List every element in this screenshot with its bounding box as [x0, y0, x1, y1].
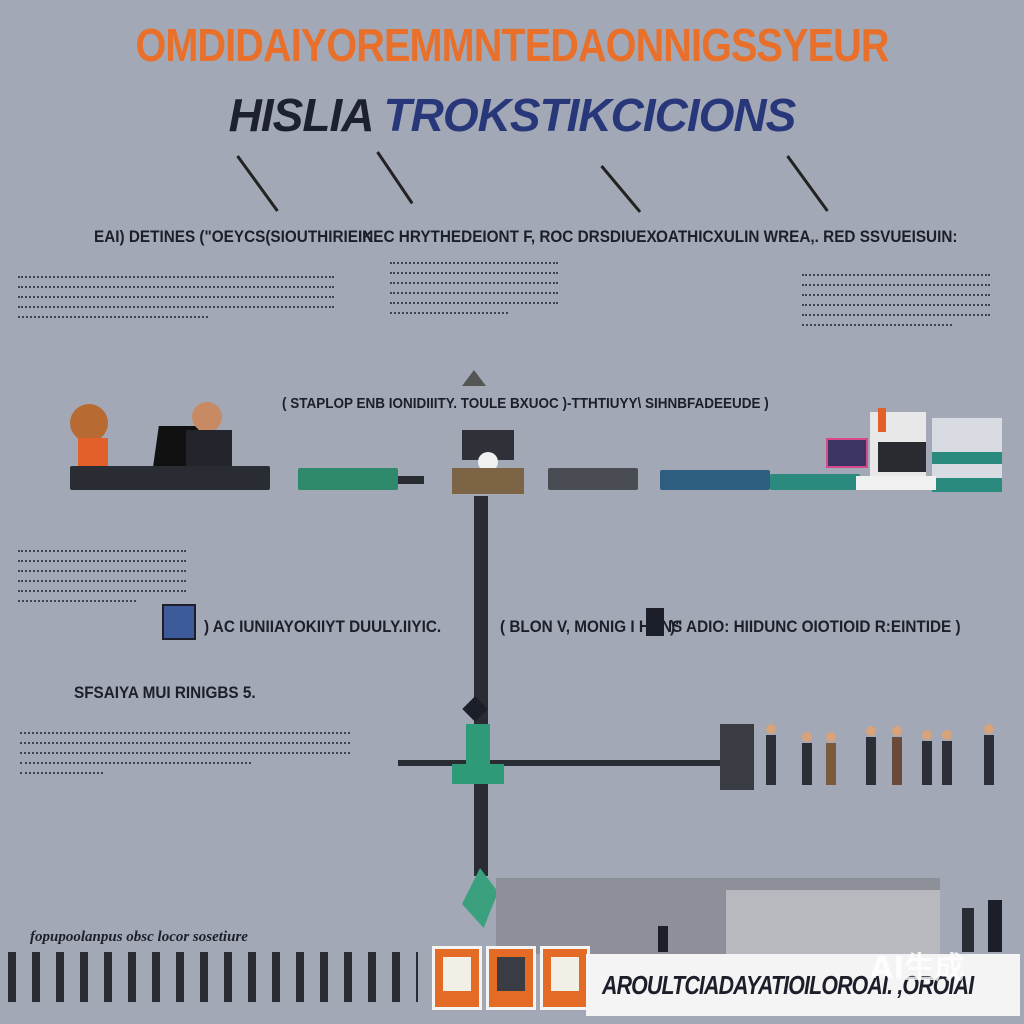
person-icon	[988, 900, 1002, 952]
row2-label: ( STAPLOP ENB IONIDIIITY. TOULE BXUOC )-…	[282, 395, 769, 412]
people-group-icon	[762, 724, 1002, 794]
watermark: AI生成	[870, 951, 965, 986]
gem-icon	[462, 868, 498, 928]
subtitle: HISLIA TROKSTIKCICIONS	[0, 92, 1024, 138]
card-icon	[540, 946, 590, 1010]
row4-label: SFSAIYA MUI RINIGBS 5.	[74, 683, 256, 702]
timeline-bar-teal	[770, 474, 860, 490]
fine-print-left	[18, 268, 334, 323]
vertical-connector	[474, 496, 488, 876]
person-icon	[962, 908, 974, 952]
door-icon	[720, 724, 754, 790]
factory-icon	[826, 408, 1002, 494]
row1-label-left: EAI) DETINES ("OEYCS(SIOUTHIRIEIK.	[94, 227, 378, 246]
timeline-bar-green	[298, 468, 398, 490]
timeline-connector	[398, 476, 424, 484]
row3-label-center: ( BLON V, MONIG I HUNS	[500, 617, 683, 636]
row3-label-left: ) AC IUNIIAYOKIIYT DUULY.IIYIC.	[204, 617, 442, 636]
timeline-bar-grey	[548, 468, 638, 490]
person-icon	[658, 926, 668, 952]
fine-print-row3	[18, 542, 186, 607]
subtitle-part-2: TROKSTIKCICIONS	[383, 89, 797, 141]
arrow-icon	[600, 165, 642, 213]
tablet-icon	[162, 604, 196, 640]
arrow-icon	[462, 370, 486, 386]
arrow-icon	[236, 155, 279, 212]
row1-label-right: OATHICXULIN WREA,. RED SSVUEISUIN:	[656, 227, 958, 246]
building-wall	[726, 890, 940, 954]
green-figure-icon	[452, 696, 504, 790]
timeline-bar-blue	[660, 470, 770, 490]
footer-box	[586, 954, 1020, 1016]
horizontal-connector	[398, 760, 720, 766]
people-row-icon	[8, 952, 418, 1002]
footer-box-text: AROULTCIADAYATIOILOROAI. ,OROIAI	[602, 970, 974, 1000]
fine-print-row4	[20, 724, 350, 779]
footer-caption: fopupoolanpus obsc locor sosetiure	[30, 929, 248, 945]
fine-print-middle	[390, 254, 558, 319]
card-icon	[432, 946, 482, 1010]
arrow-icon	[786, 155, 829, 212]
laptop-icon	[70, 400, 270, 492]
fine-print-right	[802, 266, 990, 331]
card-icon	[486, 946, 536, 1010]
subtitle-part-1: HISLIA	[228, 89, 373, 141]
machine-icon	[452, 430, 524, 494]
row1-label-middle: INEC HRYTHEDEIONT F, ROC DRSDIUEX.	[358, 227, 661, 246]
row3-label-right: )" ADIO: HIIDUNC OIOTIOID R:EINTIDE )	[670, 617, 961, 636]
device-icon	[646, 608, 664, 636]
arrow-icon	[376, 151, 414, 205]
main-title: OMDIDAIYOREMMNTEDAONNIGSSYEUR	[135, 19, 889, 71]
